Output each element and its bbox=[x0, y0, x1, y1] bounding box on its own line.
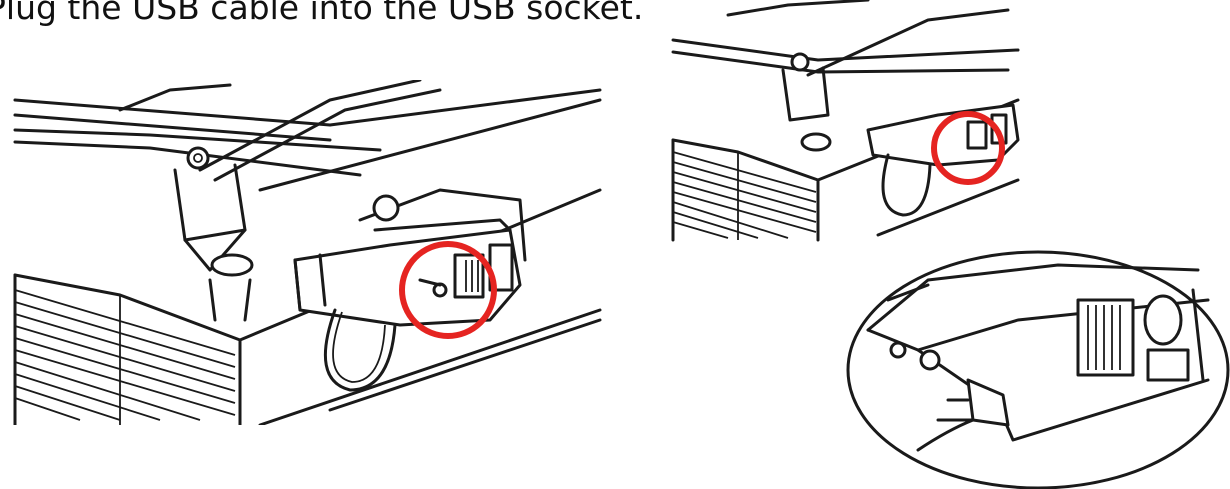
speaker-rigging-frame-usb-port-icon bbox=[0, 80, 610, 425]
speaker-rigging-frame-usb-detail-icon bbox=[668, 0, 1230, 489]
instruction-text: Plug the USB cable into the USB socket. bbox=[0, 0, 644, 27]
